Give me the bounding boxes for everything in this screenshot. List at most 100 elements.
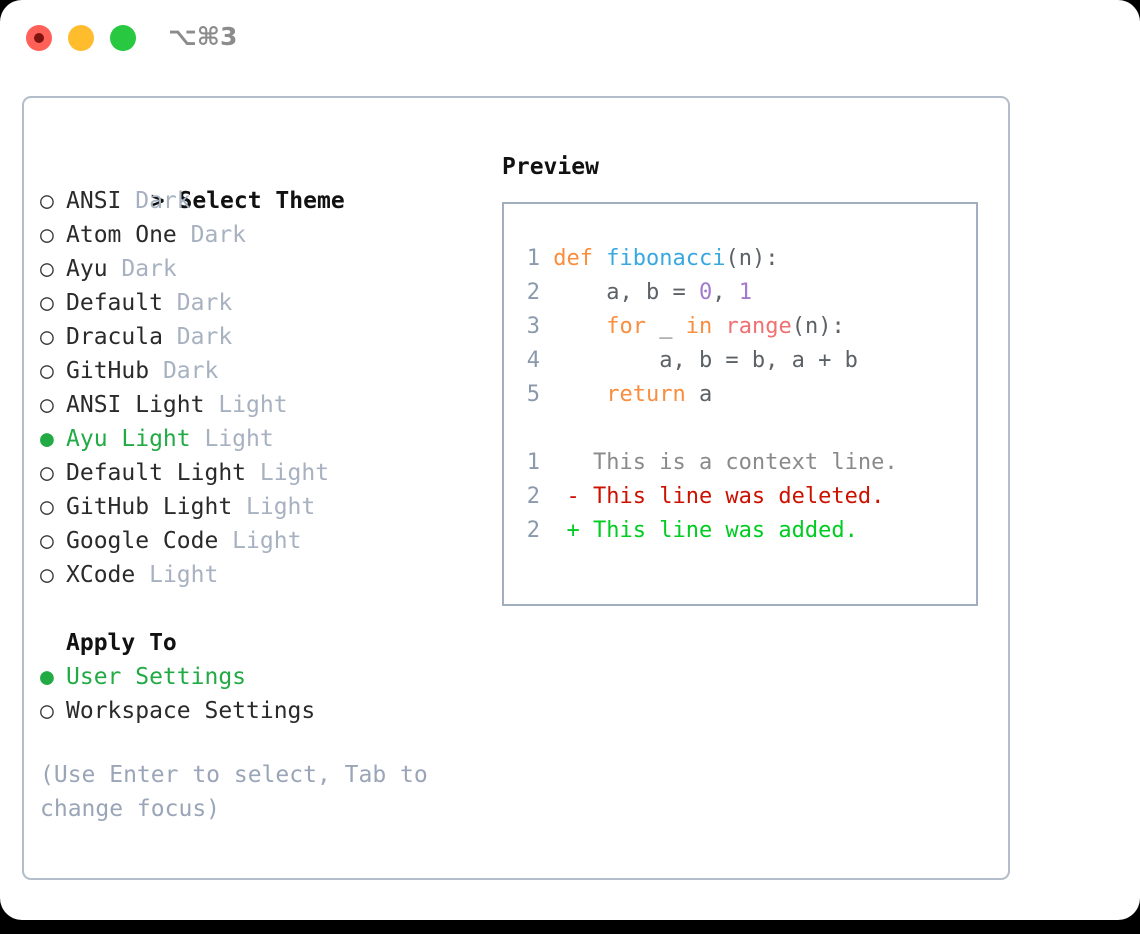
theme-list-item[interactable]: ○ ANSI Light Light xyxy=(40,388,480,422)
code-line: 4 a, b = b, a + b xyxy=(518,344,976,378)
theme-name-label: Ayu xyxy=(66,256,108,282)
apply-to-item[interactable]: ○Workspace Settings xyxy=(40,694,480,728)
close-button[interactable] xyxy=(26,25,52,51)
preview-column: Preview 1 def fibonacci(n):2 a, b = 0, 1… xyxy=(502,150,982,606)
radio-unselected-icon: ○ xyxy=(40,324,54,350)
theme-variant-label: Dark xyxy=(107,256,177,282)
code-token xyxy=(553,382,606,407)
code-token: _ xyxy=(645,314,686,339)
diff-line-text: This is a context line. xyxy=(540,450,898,475)
code-token: , xyxy=(712,280,739,305)
code-line-number: 4 xyxy=(526,348,540,373)
apply-to-list: ●User Settings○Workspace Settings xyxy=(40,660,480,728)
theme-variant-label: Dark xyxy=(149,358,219,384)
preview-heading: Preview xyxy=(502,154,599,180)
code-token: (n): xyxy=(725,246,779,271)
section-spacer xyxy=(40,592,480,626)
theme-list-item[interactable]: ○ Ayu Dark xyxy=(40,252,480,286)
diff-line-number: 1 xyxy=(526,450,540,475)
apply-to-label: User Settings xyxy=(66,664,247,690)
select-theme-label: Select Theme xyxy=(178,188,345,214)
theme-list-item[interactable]: ○Google Code Light xyxy=(40,524,480,558)
focus-caret-icon: > xyxy=(150,188,165,214)
diff-block: 1 This is a context line.2 - This line w… xyxy=(518,446,976,548)
keyboard-shortcut-label: ⌥⌘3 xyxy=(168,22,238,51)
code-diff-gap xyxy=(518,412,976,446)
diff-line-number: 2 xyxy=(526,484,540,509)
theme-variant-label: Dark xyxy=(162,324,233,350)
theme-picker-column: > Select Theme ○ANSI Dark○Atom One Dark○… xyxy=(40,150,480,826)
radio-unselected-icon: ○ xyxy=(40,528,54,554)
code-line: 2 a, b = 0, 1 xyxy=(518,276,976,310)
radio-unselected-icon: ○ xyxy=(40,562,54,588)
theme-name-label: Dracula xyxy=(66,324,163,350)
theme-variant-label: Light xyxy=(204,392,288,418)
code-token xyxy=(593,246,606,271)
theme-name-label: GitHub xyxy=(66,358,150,384)
theme-variant-label: Light xyxy=(246,460,330,486)
radio-unselected-icon: ○ xyxy=(40,256,54,282)
code-token: (n): xyxy=(791,314,845,339)
theme-list-item[interactable]: ○ Dracula Dark xyxy=(40,320,480,354)
radio-unselected-icon: ○ xyxy=(40,290,54,316)
radio-unselected-icon: ○ xyxy=(40,188,54,214)
theme-name-label: Ayu Light xyxy=(66,426,191,452)
traffic-lights xyxy=(26,25,136,51)
radio-selected-icon: ● xyxy=(40,426,54,452)
code-token: for xyxy=(606,314,646,339)
code-token: range xyxy=(725,314,792,339)
main-panel: > Select Theme ○ANSI Dark○Atom One Dark○… xyxy=(22,96,1010,880)
keyboard-hint-text: (Use Enter to select, Tab to change focu… xyxy=(40,762,442,822)
code-line: 1 def fibonacci(n): xyxy=(518,242,976,276)
theme-variant-label: Light xyxy=(218,528,302,554)
title-bar: ⌥⌘3 xyxy=(0,0,1140,78)
theme-list-item[interactable]: ○GitHub Dark xyxy=(40,354,480,388)
diff-line: 1 This is a context line. xyxy=(518,446,976,480)
code-token: fibonacci xyxy=(606,246,726,271)
theme-name-label: ANSI xyxy=(66,188,122,214)
code-token: return xyxy=(606,382,686,407)
diff-line: 2 - This line was deleted. xyxy=(518,480,976,514)
theme-list-item[interactable]: ○GitHub Light Light xyxy=(40,490,480,524)
code-token: def xyxy=(553,246,593,271)
apply-to-label: Workspace Settings xyxy=(66,698,316,724)
theme-list-item[interactable]: ○Atom One Dark xyxy=(40,218,480,252)
theme-list: ○ANSI Dark○Atom One Dark○Ayu Dark○Defaul… xyxy=(40,184,480,592)
diff-line: 2 + This line was added. xyxy=(518,514,976,548)
code-token: 1 xyxy=(738,280,752,305)
diff-line-number: 2 xyxy=(526,518,540,543)
apply-to-heading: Apply To xyxy=(66,630,177,656)
radio-unselected-icon: ○ xyxy=(40,222,54,248)
theme-variant-label: Light xyxy=(135,562,219,588)
apply-to-item[interactable]: ●User Settings xyxy=(40,660,480,694)
maximize-button[interactable] xyxy=(110,25,136,51)
code-token: 0 xyxy=(698,280,713,305)
theme-variant-label: Dark xyxy=(162,290,233,316)
code-token: a, b = xyxy=(553,280,699,305)
theme-variant-label: Dark xyxy=(176,222,247,248)
theme-list-item[interactable]: ○ Default Dark xyxy=(40,286,480,320)
theme-variant-label: Light xyxy=(232,494,316,520)
theme-variant-label: Light xyxy=(190,426,274,452)
theme-name-label: XCode xyxy=(66,562,136,588)
diff-line-text: - This line was deleted. xyxy=(540,484,885,509)
minimize-button[interactable] xyxy=(68,25,94,51)
code-token: a, b = b, a + b xyxy=(553,348,858,373)
code-token xyxy=(553,314,606,339)
radio-unselected-icon: ○ xyxy=(40,392,54,418)
theme-name-label: Default Light xyxy=(66,460,247,486)
theme-list-item[interactable]: ● Ayu Light Light xyxy=(40,422,480,456)
theme-name-label: ANSI Light xyxy=(66,392,205,418)
code-line: 3 for _ in range(n): xyxy=(518,310,976,344)
code-line-number: 5 xyxy=(526,382,540,407)
code-token: in xyxy=(685,314,713,339)
code-token: a xyxy=(685,382,713,407)
theme-list-item[interactable]: ○ XCode Light xyxy=(40,558,480,592)
radio-unselected-icon: ○ xyxy=(40,460,54,486)
theme-list-item[interactable]: ○ Default Light Light xyxy=(40,456,480,490)
theme-list-item[interactable]: ○ANSI Dark xyxy=(40,184,480,218)
theme-name-label: Default xyxy=(66,290,163,316)
code-line-number: 2 xyxy=(526,280,540,305)
